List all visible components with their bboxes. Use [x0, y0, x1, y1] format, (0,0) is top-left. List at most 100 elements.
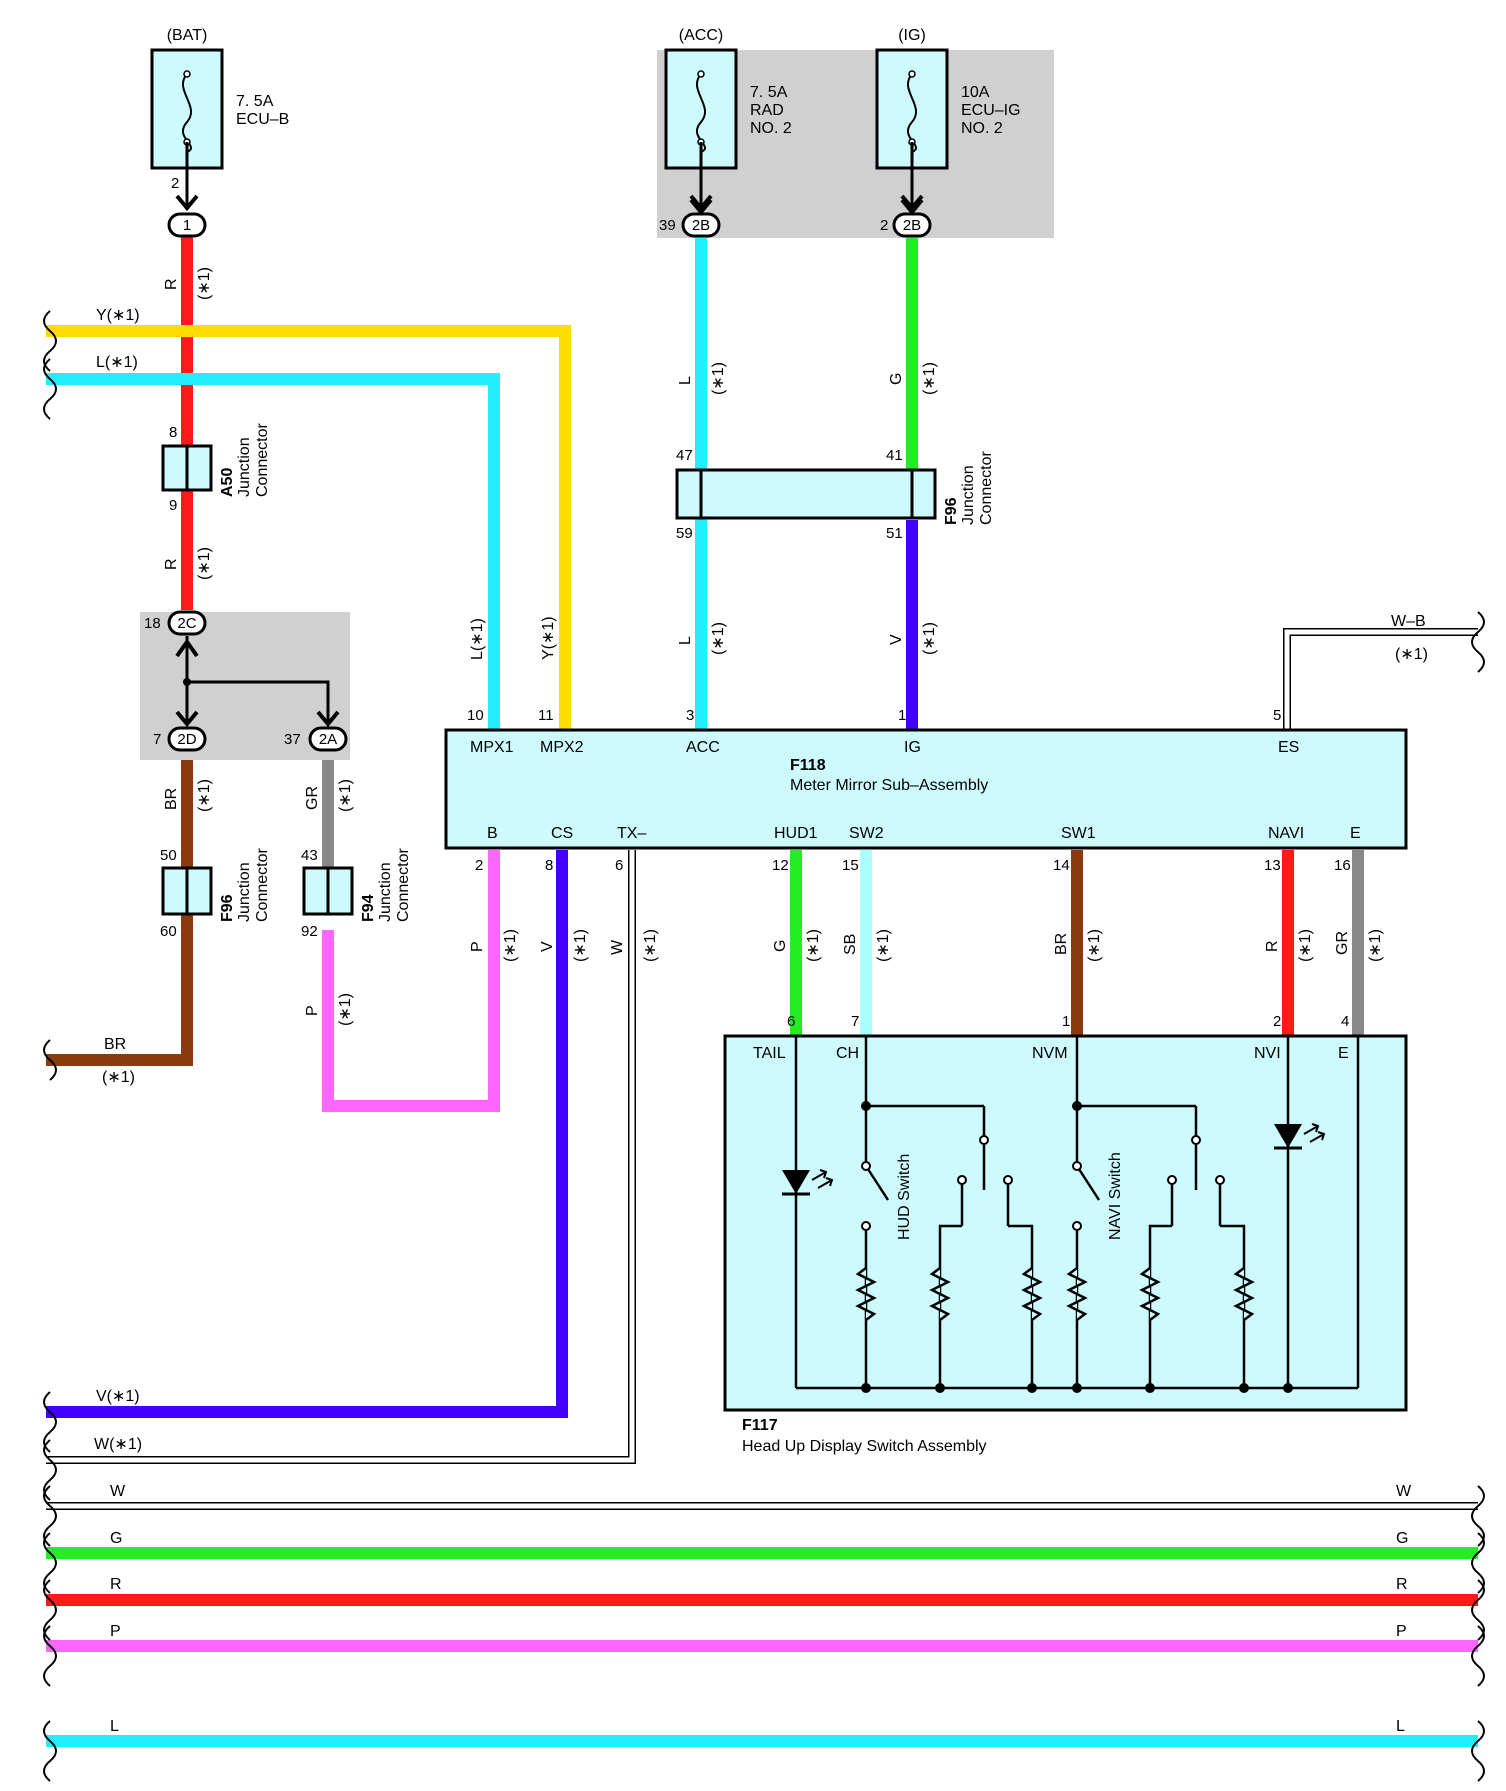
svg-text:W: W [110, 1483, 126, 1500]
fuse-ig-name2: NO. 2 [961, 120, 1003, 137]
svg-text:G: G [1396, 1530, 1408, 1547]
wire-p-f94 [322, 850, 500, 1112]
svg-text:2D: 2D [177, 731, 196, 748]
svg-text:GR: GR [1334, 931, 1351, 955]
wire-v-cs [46, 850, 568, 1418]
break-marks-right [1471, 611, 1485, 1782]
svg-text:Connector: Connector [254, 848, 271, 922]
pin-2-ig: 2 [880, 217, 888, 234]
f118-meter-mirror: F118 Meter Mirror Sub–Assembly 10 MPX1 1… [444, 707, 1408, 874]
svg-text:1: 1 [183, 217, 191, 234]
svg-text:P: P [304, 1005, 321, 1016]
bottom-bus [46, 1502, 1478, 1747]
pin-39: 39 [659, 217, 676, 234]
svg-text:15: 15 [842, 857, 859, 874]
svg-text:G: G [888, 373, 905, 385]
svg-text:ES: ES [1278, 739, 1299, 756]
svg-text:2: 2 [1273, 1013, 1281, 1030]
svg-text:G: G [772, 940, 789, 952]
f117-id: F117 [742, 1417, 778, 1434]
fuse-acc-name2: NO. 2 [750, 120, 792, 137]
svg-text:59: 59 [676, 525, 693, 542]
svg-text:18: 18 [144, 615, 161, 632]
svg-text:R: R [110, 1576, 122, 1593]
svg-text:R: R [163, 278, 180, 290]
svg-text:Connector: Connector [395, 848, 412, 922]
svg-text:Y(∗1): Y(∗1) [96, 307, 140, 324]
svg-text:P: P [110, 1623, 121, 1640]
fuse-bat: (BAT) 7. 5A ECU–B 2 [150, 27, 289, 212]
f118-name: Meter Mirror Sub–Assembly [790, 777, 988, 794]
svg-text:(∗1): (∗1) [875, 929, 892, 962]
svg-text:Junction: Junction [236, 862, 253, 922]
svg-text:CS: CS [551, 825, 573, 842]
svg-text:V(∗1): V(∗1) [96, 1388, 140, 1405]
svg-text:5: 5 [1273, 707, 1281, 724]
junction-f96-left: 50 60 F96 Junction Connector [160, 847, 271, 940]
wire-wb-es [1283, 628, 1478, 730]
svg-text:(∗1): (∗1) [1395, 646, 1428, 663]
svg-text:(∗1): (∗1) [710, 622, 727, 655]
wire-labels: R (∗1) Y(∗1) L(∗1) R (∗1) BR (∗1) GR (∗1… [94, 267, 1428, 1453]
fuse-ig: (IG) 10A ECU–IG NO. 2 [875, 27, 1021, 212]
svg-text:(∗1): (∗1) [921, 622, 938, 655]
svg-text:SW1: SW1 [1061, 825, 1096, 842]
svg-text:(∗1): (∗1) [196, 779, 213, 812]
svg-text:TAIL: TAIL [753, 1045, 786, 1062]
svg-text:1: 1 [898, 707, 906, 724]
svg-text:47: 47 [676, 447, 693, 464]
svg-text:IG: IG [904, 739, 921, 756]
svg-text:BR: BR [104, 1036, 126, 1053]
svg-text:E: E [1338, 1045, 1349, 1062]
svg-text:2A: 2A [319, 731, 337, 748]
svg-text:HUD1: HUD1 [774, 825, 818, 842]
svg-text:F94: F94 [360, 894, 377, 922]
svg-text:L(∗1): L(∗1) [96, 354, 138, 371]
svg-text:L: L [677, 636, 694, 645]
svg-text:R: R [163, 558, 180, 570]
svg-text:BR: BR [1053, 933, 1070, 955]
svg-text:6: 6 [615, 857, 623, 874]
svg-text:51: 51 [886, 525, 903, 542]
svg-text:W: W [609, 939, 626, 955]
svg-text:50: 50 [160, 847, 177, 864]
junction-f96-top: 47 41 59 51 F96 Junction Connector [675, 447, 995, 542]
svg-text:(∗1): (∗1) [337, 993, 354, 1026]
svg-text:MPX2: MPX2 [540, 739, 584, 756]
svg-text:8: 8 [169, 424, 177, 441]
fuse-ig-source: (IG) [898, 27, 926, 44]
f118-id: F118 [790, 757, 826, 774]
svg-text:L: L [1396, 1718, 1405, 1735]
svg-text:Y(∗1): Y(∗1) [540, 616, 557, 660]
svg-text:(∗1): (∗1) [710, 362, 727, 395]
svg-text:Connector: Connector [978, 451, 995, 525]
svg-text:(∗1): (∗1) [1367, 929, 1384, 962]
svg-text:A50: A50 [219, 468, 236, 497]
connector-ovals: 1 2B 39 2B 2 2C 18 2 [144, 168, 932, 752]
connector-2d: 2D 7 [153, 726, 207, 752]
svg-text:11: 11 [538, 707, 554, 724]
svg-text:V: V [539, 941, 556, 952]
svg-text:37: 37 [284, 731, 301, 748]
svg-text:13: 13 [1264, 857, 1281, 874]
svg-text:7: 7 [851, 1013, 859, 1030]
fuse-bat-pin: 2 [171, 175, 179, 192]
led-nvi-icon [1274, 1123, 1326, 1150]
svg-text:3: 3 [686, 707, 694, 724]
svg-text:43: 43 [301, 847, 318, 864]
svg-text:NAVI: NAVI [1268, 825, 1304, 842]
led-tail-icon [782, 1169, 834, 1196]
fuse-bat-rating: 7. 5A [236, 93, 274, 110]
hud-switch-label: HUD Switch [896, 1154, 913, 1240]
svg-text:2B: 2B [692, 217, 710, 234]
svg-text:W: W [1396, 1483, 1412, 1500]
svg-text:Connector: Connector [254, 423, 271, 497]
svg-text:E: E [1350, 825, 1361, 842]
svg-text:P: P [1396, 1623, 1407, 1640]
fuse-ig-rating: 10A [961, 84, 990, 101]
svg-text:(∗1): (∗1) [102, 1069, 135, 1086]
svg-text:(∗1): (∗1) [502, 929, 519, 962]
svg-text:41: 41 [886, 447, 903, 464]
svg-text:W–B: W–B [1391, 613, 1426, 630]
svg-text:R: R [1396, 1576, 1408, 1593]
